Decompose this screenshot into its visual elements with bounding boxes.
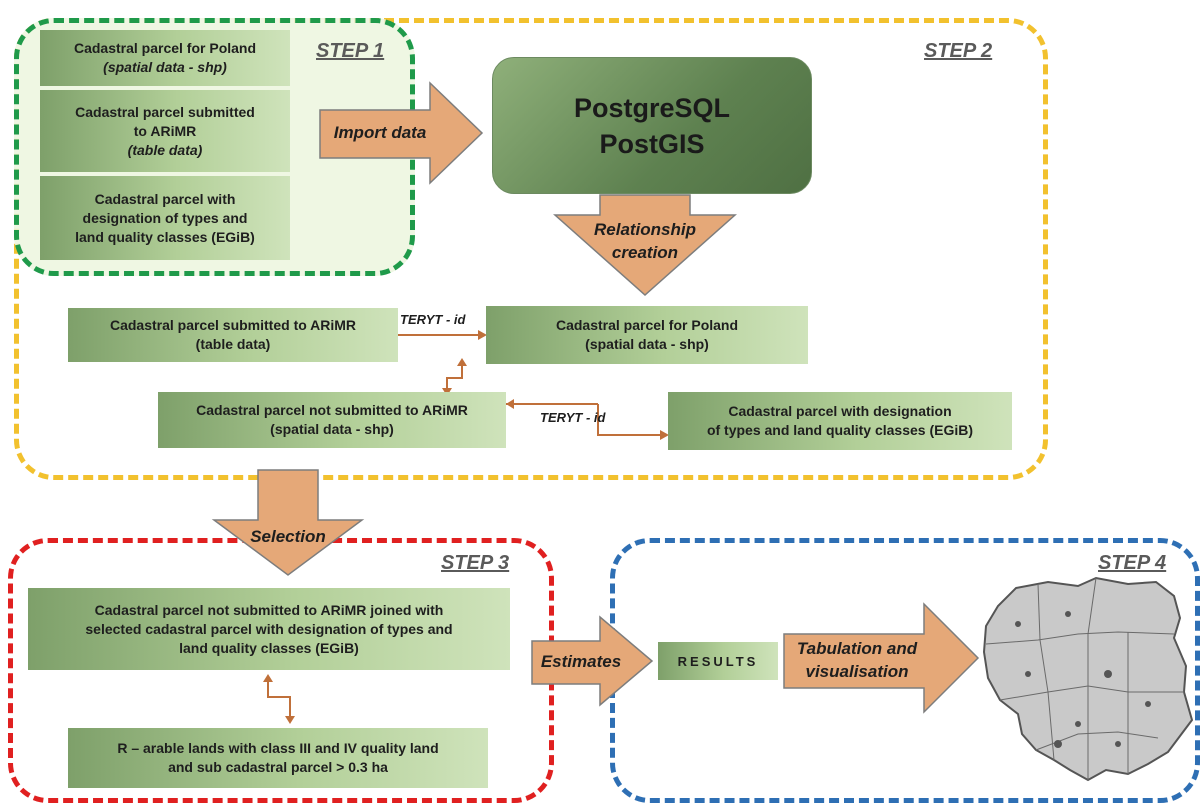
step2-box-not-submitted-line2: (spatial data - shp)	[270, 421, 394, 437]
step2-label: STEP 2	[924, 40, 993, 62]
database-line2: PostGIS	[599, 128, 705, 159]
step3-label: STEP 3	[441, 552, 510, 574]
database-box: PostgreSQL PostGIS	[492, 57, 812, 194]
link-teryt-2-head-left	[506, 399, 514, 409]
link-ja-head-up	[263, 674, 273, 682]
step2-box-poland: Cadastral parcel for Poland (spatial dat…	[486, 306, 808, 364]
step2-box-submitted-line1: Cadastral parcel submitted to ARiMR	[109, 317, 357, 333]
step1-box-submitted-line1: Cadastral parcel submitted	[75, 103, 255, 120]
link-ja-head-down	[285, 716, 295, 724]
step3-box-arable: R – arable lands with class III and IV q…	[68, 728, 488, 788]
tabulation-arrow	[783, 602, 980, 714]
step3-box-arable-line2: and sub cadastral parcel > 0.3 ha	[168, 759, 388, 775]
relationship-arrow-label: Relationship creation	[585, 218, 705, 264]
step1-box-submitted-line2: to ARiMR	[133, 122, 197, 139]
relationship-label-line1: Relationship	[593, 220, 696, 239]
tabulation-arrow-label: Tabulation and visualisation	[782, 637, 932, 683]
poland-map-cities	[1015, 611, 1151, 748]
import-arrow	[319, 81, 484, 185]
step1-box-submitted: Cadastral parcel submitted to ARiMR (tab…	[40, 90, 290, 172]
relationship-label-line2: creation	[611, 243, 679, 262]
step2-box-poland-line1: Cadastral parcel for Poland	[555, 317, 739, 333]
step3-box-joined: Cadastral parcel not submitted to ARiMR …	[28, 588, 510, 670]
step2-box-submitted: Cadastral parcel submitted to ARiMR (tab…	[68, 308, 398, 362]
link-teryt-1-head	[478, 330, 487, 340]
link-poland-notsubmitted	[446, 365, 463, 390]
selection-arrow-label: Selection	[250, 527, 326, 546]
step2-box-poland-line2: (spatial data - shp)	[585, 336, 709, 352]
poland-map-icon	[982, 576, 1194, 782]
link-teryt-2-b	[597, 404, 660, 436]
teryt-label-2: TERYT - id	[540, 410, 606, 425]
teryt-label-1: TERYT - id	[400, 312, 466, 327]
step1-box-poland-line2: (spatial data - shp)	[103, 59, 227, 75]
estimates-arrow-label: Estimates	[540, 652, 622, 671]
link-pn-head-up	[457, 358, 467, 366]
step1-box-egib-line2: designation of types and	[82, 209, 248, 226]
step2-box-egib: Cadastral parcel with designation of typ…	[668, 392, 1012, 450]
results-box: RESULTS	[658, 642, 778, 680]
step1-box-submitted-line3: (table data)	[127, 141, 203, 158]
step3-box-joined-line3: land quality classes (EGiB)	[179, 639, 359, 656]
step1-box-poland-line1: Cadastral parcel for Poland	[73, 40, 257, 56]
database-line1: PostgreSQL	[573, 92, 731, 123]
step1-label: STEP 1	[316, 40, 385, 62]
step3-box-arable-line1: R – arable lands with class III and IV q…	[117, 740, 439, 756]
step3-box-joined-line2: selected cadastral parcel with designati…	[85, 620, 453, 637]
step1-box-egib: Cadastral parcel with designation of typ…	[40, 176, 290, 260]
link-teryt-2-head-right	[660, 430, 669, 440]
step2-box-not-submitted-line1: Cadastral parcel not submitted to ARiMR	[196, 402, 468, 418]
step4-label: STEP 4	[1098, 552, 1167, 574]
relationship-arrow	[553, 194, 737, 297]
link-joined-arable	[267, 680, 291, 718]
step2-box-not-submitted: Cadastral parcel not submitted to ARiMR …	[158, 392, 506, 448]
step2-box-egib-line1: Cadastral parcel with designation	[728, 403, 952, 419]
tabulation-label-line1: Tabulation and	[796, 639, 918, 658]
import-arrow-label: Import data	[333, 123, 427, 142]
step1-box-egib-line1: Cadastral parcel with	[94, 190, 236, 207]
step3-box-joined-line1: Cadastral parcel not submitted to ARiMR …	[94, 601, 444, 618]
estimates-arrow	[531, 615, 654, 707]
step2-box-submitted-line2: (table data)	[195, 336, 271, 352]
step2-box-egib-line2: of types and land quality classes (EGiB)	[706, 422, 974, 438]
selection-arrow	[211, 469, 365, 576]
tabulation-label-line2: visualisation	[805, 662, 909, 681]
step1-box-poland: Cadastral parcel for Poland (spatial dat…	[40, 30, 290, 86]
step1-box-egib-line3: land quality classes (EGiB)	[75, 228, 255, 245]
